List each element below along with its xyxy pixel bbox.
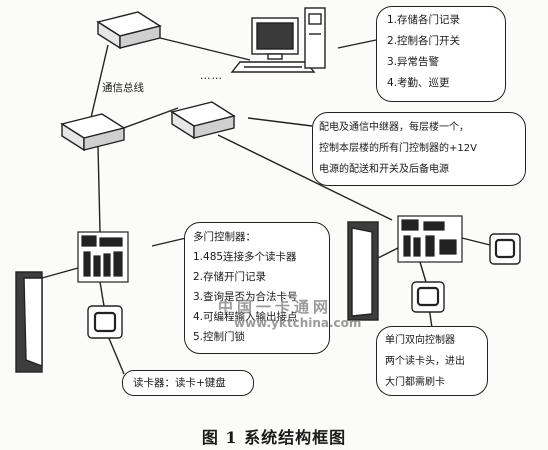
multi-item: 1.485连接多个读卡器 <box>193 251 297 263</box>
dual-line: 大门都需刷卡 <box>385 377 445 388</box>
bus-line-top-to-pc <box>151 35 251 61</box>
pc-item: 2.控制各门开关 <box>387 35 461 47</box>
wire-dual-to-door <box>377 247 399 259</box>
card-reader-callout: 读卡器：读卡+键盘 <box>122 370 254 396</box>
relay-box <box>170 101 236 140</box>
multi-item: 3.查询是否为合法卡号 <box>193 291 298 303</box>
card-reader-bottom <box>411 281 445 313</box>
pc-item: 3.异常告警 <box>387 56 440 68</box>
multi-door-controller-board <box>77 231 129 283</box>
top-interface-box <box>96 11 162 50</box>
figure-caption: 图 1 系统结构框图 <box>201 428 347 447</box>
pc-functions-callout: 1.存储各门记录 2.控制各门开关 3.异常告警 4.考勤、巡更 <box>376 6 506 102</box>
pc-computer <box>230 7 326 73</box>
dual-line: 单门双向控制器 <box>385 335 455 346</box>
watermark-title: 中国一卡通网 <box>218 298 333 316</box>
pointer-multi <box>151 237 187 247</box>
wire-dual-to-reader-right <box>461 237 491 246</box>
pointer-relay <box>247 117 313 127</box>
multi-title: 多门控制器： <box>193 231 256 243</box>
dual-door-controller-callout: 单门双向控制器 两个读卡头，进出 大门都需刷卡 <box>376 326 488 396</box>
pc-item: 1.存储各门记录 <box>387 14 461 26</box>
right-door <box>347 221 379 321</box>
card-reader-left <box>87 305 123 339</box>
relay-line: 配电及通信中继器，每层楼一个， <box>319 122 469 133</box>
bus-label: 通信总线 <box>102 82 144 94</box>
bus-line-mid-to-controller <box>97 145 101 233</box>
bus-line-mid-to-relay <box>117 107 179 131</box>
pointer-reader <box>107 335 125 375</box>
relay-callout: 配电及通信中继器，每层楼一个， 控制本层楼的所有门控制器的+12V 电源的配送和… <box>312 112 526 186</box>
relay-line: 控制本层楼的所有门控制器的+12V <box>319 143 477 154</box>
multi-item: 5.控制门锁 <box>193 331 246 343</box>
wire-controller-to-reader <box>99 281 105 307</box>
wire-controller-to-door <box>41 267 79 279</box>
card-reader-right <box>489 233 521 265</box>
multi-door-controller-callout: 多门控制器： 1.485连接多个读卡器 2.存储开门记录 3.查询是否为合法卡号… <box>184 222 330 354</box>
dual-door-controller-board <box>397 215 463 263</box>
bus-box <box>60 113 126 152</box>
bus-line-relay-to-dual <box>217 134 393 221</box>
multi-item: 2.存储开门记录 <box>193 271 267 283</box>
pc-item: 4.考勤、巡更 <box>387 77 450 89</box>
watermark-url: www.yktchina.com <box>234 316 362 330</box>
pointer-pc <box>337 39 377 49</box>
multi-item: 4.可编程输入输出接点 <box>193 311 298 323</box>
bus-line-top-to-mid <box>89 44 109 123</box>
ellipsis-more-devices: …… <box>200 70 223 82</box>
relay-line: 电源的配送和开关及后备电源 <box>319 164 449 175</box>
wire-dual-to-reader-bottom <box>419 261 427 283</box>
left-door <box>15 271 43 373</box>
dual-line: 两个读卡头，进出 <box>385 356 465 367</box>
